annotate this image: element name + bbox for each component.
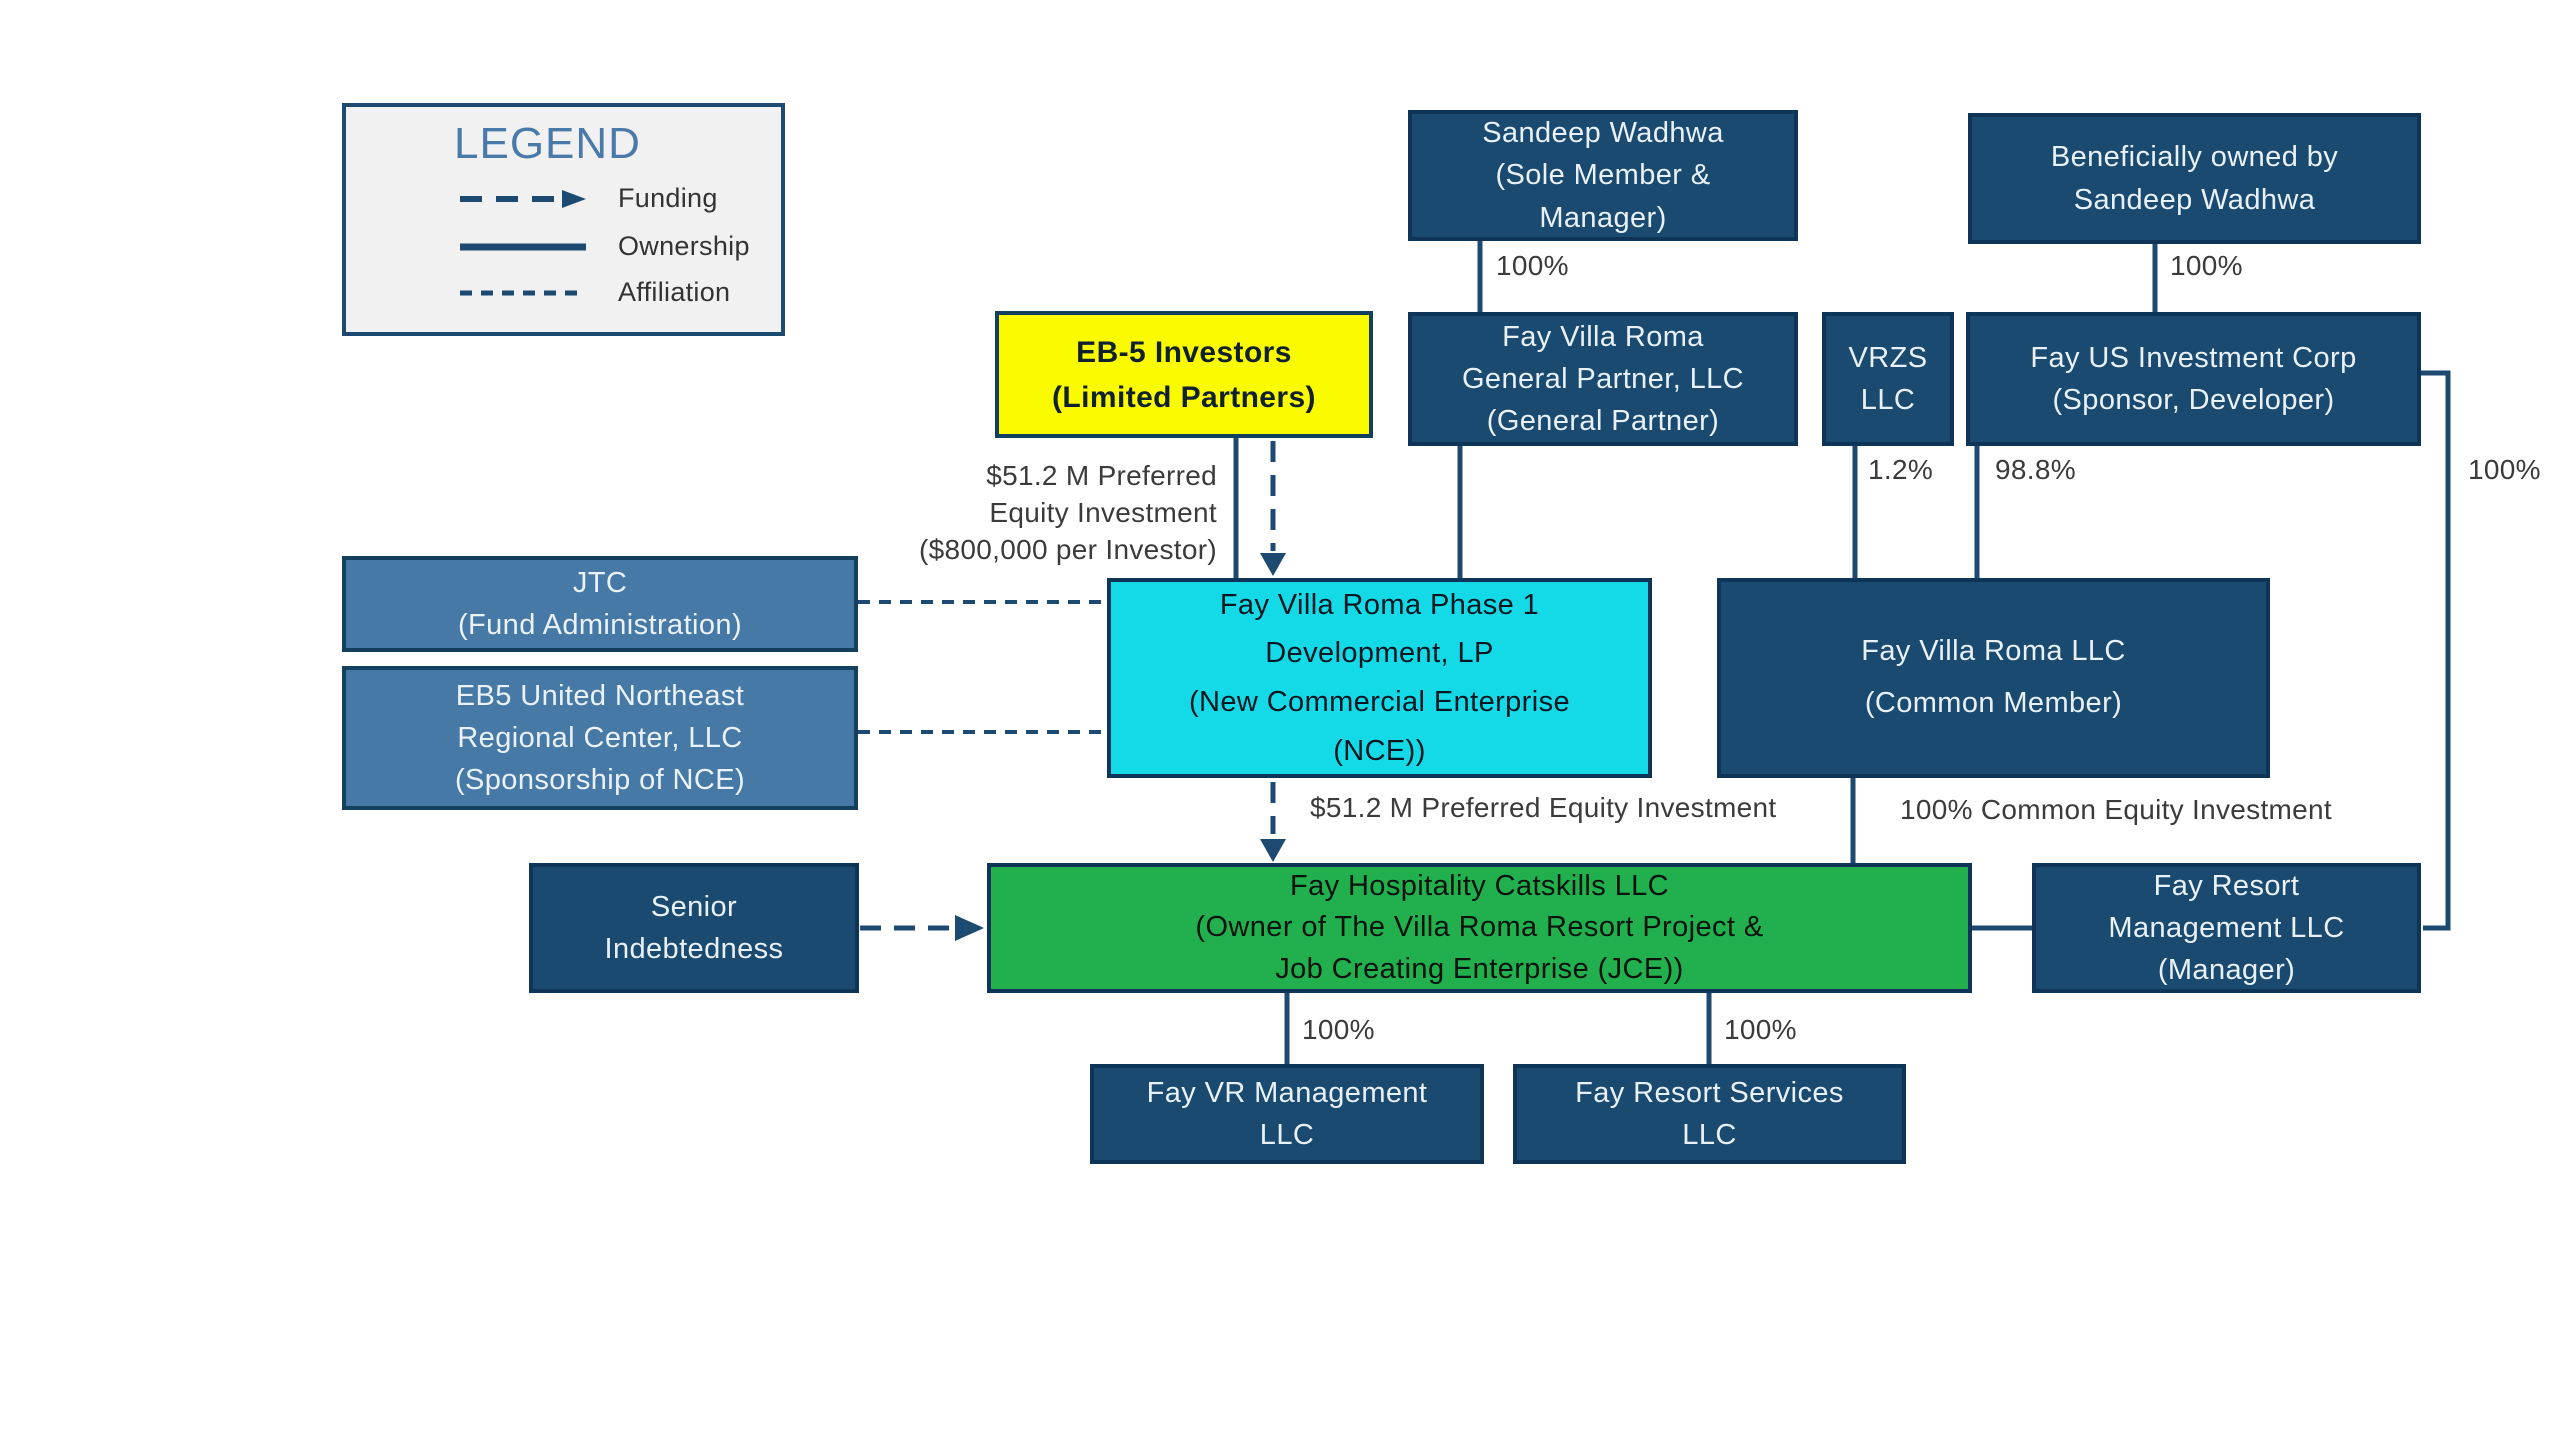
node-beneficially-owned: Beneficially owned by Sandeep Wadhwa bbox=[1968, 113, 2421, 244]
node-beneficially-owned-label: Beneficially owned by Sandeep Wadhwa bbox=[2050, 141, 2339, 216]
node-vrzs-llc-label: VRZS LLC bbox=[1848, 341, 1928, 416]
legend: LEGEND Funding Ownership Affiliation bbox=[342, 103, 785, 336]
legend-item-label: Funding bbox=[618, 183, 718, 213]
node-fay-resort-management: Fay Resort Management LLC (Manager) bbox=[2032, 863, 2421, 993]
edge-label-fayus-to-fvrllc: 98.8% bbox=[1995, 454, 2076, 485]
node-fay-us-investment-corp-label: Fay US Investment Corp (Sponsor, Develop… bbox=[2030, 341, 2357, 416]
node-fay-resort-services-label: Fay Resort Services LLC bbox=[1575, 1076, 1844, 1151]
node-jce: Fay Hospitality Catskills LLC (Owner of … bbox=[987, 863, 1972, 993]
edge-nce-to-jce-funding-arrow bbox=[1260, 782, 1286, 862]
legend-item-funding: Funding bbox=[458, 183, 718, 214]
node-jtc-label: JTC (Fund Administration) bbox=[457, 566, 742, 641]
node-fay-resort-services: Fay Resort Services LLC bbox=[1513, 1064, 1906, 1164]
node-vrzs-llc: VRZS LLC bbox=[1822, 312, 1954, 446]
edge-label-jce-to-fayvr: 100% bbox=[1302, 1014, 1375, 1045]
edge-label-fvr-to-jce: 100% Common Equity Investment bbox=[1900, 794, 2333, 825]
edge-label-vrzs-to-fvrllc: 1.2% bbox=[1868, 454, 1934, 485]
legend-item-label: Affiliation bbox=[618, 277, 731, 307]
node-general-partner: Fay Villa Roma General Partner, LLC (Gen… bbox=[1408, 312, 1798, 446]
edge-fayus-to-manager bbox=[2421, 370, 2451, 931]
edge-label-nce-to-jce: $51.2 M Preferred Equity Investment bbox=[1310, 792, 1777, 823]
funding-arrow-icon bbox=[460, 189, 586, 208]
node-fay-us-investment-corp: Fay US Investment Corp (Sponsor, Develop… bbox=[1966, 312, 2421, 446]
edge-label-beneficial-to-fayus: 100% bbox=[2170, 250, 2243, 281]
node-fay-villa-roma-llc: Fay Villa Roma LLC (Common Member) bbox=[1717, 578, 2270, 778]
edge-label-eb5-investment: $51.2 M Preferred Equity Investment ($80… bbox=[919, 460, 1217, 565]
node-sandeep-wadhwa: Sandeep Wadhwa (Sole Member & Manager) bbox=[1408, 110, 1798, 241]
affiliation-line-icon bbox=[460, 290, 586, 295]
node-nce-label: Fay Villa Roma Phase 1 Development, LP (… bbox=[1188, 588, 1571, 767]
node-general-partner-label: Fay Villa Roma General Partner, LLC (Gen… bbox=[1461, 320, 1745, 438]
edge-senior-to-jce-funding-arrow bbox=[860, 915, 984, 941]
node-fay-resort-management-label: Fay Resort Management LLC (Manager) bbox=[2108, 869, 2345, 987]
node-eb5-united-regional-center: EB5 United Northeast Regional Center, LL… bbox=[342, 666, 858, 810]
legend-title: LEGEND bbox=[454, 119, 641, 168]
ownership-line-icon bbox=[460, 243, 586, 250]
node-fay-vr-management: Fay VR Management LLC bbox=[1090, 1064, 1484, 1164]
node-eb5-united-regional-center-label: EB5 United Northeast Regional Center, LL… bbox=[454, 679, 746, 797]
node-jce-label: Fay Hospitality Catskills LLC (Owner of … bbox=[1195, 870, 1764, 985]
legend-item-affiliation: Affiliation bbox=[458, 277, 730, 308]
node-sandeep-wadhwa-label: Sandeep Wadhwa (Sole Member & Manager) bbox=[1482, 117, 1724, 234]
node-jtc: JTC (Fund Administration) bbox=[342, 556, 858, 652]
edge-eb5-funding-arrow bbox=[1260, 441, 1286, 576]
legend-item-ownership: Ownership bbox=[458, 231, 750, 262]
node-nce: Fay Villa Roma Phase 1 Development, LP (… bbox=[1107, 578, 1652, 778]
edge-label-sandeep-to-gp: 100% bbox=[1496, 250, 1569, 281]
node-eb5-investors: EB-5 Investors (Limited Partners) bbox=[995, 311, 1373, 438]
legend-item-label: Ownership bbox=[618, 231, 750, 261]
node-fay-vr-management-label: Fay VR Management LLC bbox=[1146, 1076, 1428, 1151]
edge-label-fayus-to-manager: 100% bbox=[2468, 454, 2541, 485]
node-eb5-investors-label: EB-5 Investors (Limited Partners) bbox=[1052, 335, 1316, 414]
node-senior-indebtedness-label: Senior Indebtedness bbox=[604, 890, 784, 965]
node-fay-villa-roma-llc-label: Fay Villa Roma LLC (Common Member) bbox=[1861, 635, 2126, 719]
node-senior-indebtedness: Senior Indebtedness bbox=[529, 863, 859, 993]
edge-label-jce-to-services: 100% bbox=[1724, 1014, 1797, 1045]
